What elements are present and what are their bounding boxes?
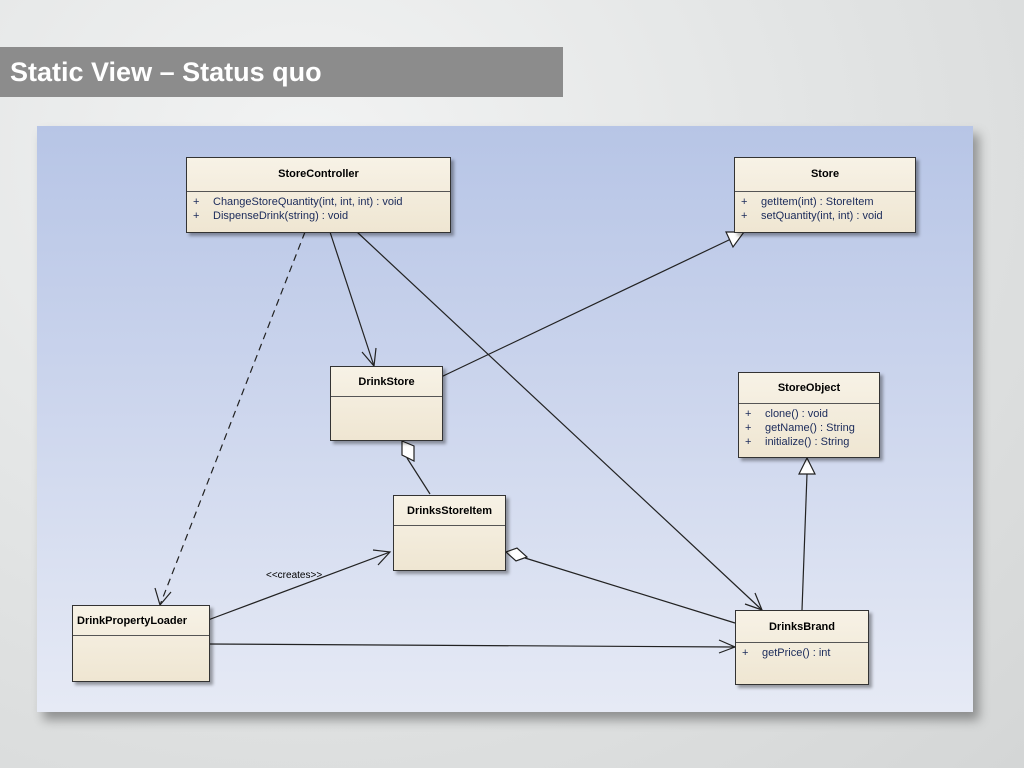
diamond-drinkstore <box>401 440 415 462</box>
assoc-storecontroller-drinksbrand <box>356 231 763 611</box>
class-drinkstore[interactable]: DrinkStore <box>330 366 443 441</box>
assoc-loader-drinksbrand <box>207 643 736 648</box>
class-name: StoreObject <box>739 373 879 404</box>
slide-title: Static View – Status quo <box>10 56 322 87</box>
class-storecontroller[interactable]: StoreController +ChangeStoreQuantity(int… <box>186 157 451 233</box>
generalization-drinkstore-store <box>440 238 732 378</box>
operation: +setQuantity(int, int) : void <box>741 210 883 222</box>
assoc-storecontroller-drinkstore <box>329 231 375 367</box>
operation: +getItem(int) : StoreItem <box>741 196 874 208</box>
diamond-item <box>504 547 529 562</box>
operation: +ChangeStoreQuantity(int, int, int) : vo… <box>193 196 403 208</box>
slide-title-bar: Static View – Status quo <box>0 47 563 97</box>
operation: +getPrice() : int <box>742 647 831 659</box>
class-drinkpropertyloader[interactable]: DrinkPropertyLoader <box>72 605 210 682</box>
creates-stereotype-label: <<creates>> <box>266 570 323 581</box>
creates-loader-item <box>207 551 391 621</box>
class-drinksstoreitem[interactable]: DrinksStoreItem <box>393 495 506 571</box>
operation: +clone() : void <box>745 408 828 420</box>
class-name: DrinksBrand <box>736 611 868 643</box>
dependency-storecontroller-loader <box>159 231 306 606</box>
class-name: Store <box>735 158 915 192</box>
generalization-drinksbrand-storeobject <box>801 473 808 611</box>
class-name: DrinkPropertyLoader <box>73 606 209 636</box>
class-store[interactable]: Store +getItem(int) : StoreItem +setQuan… <box>734 157 916 233</box>
class-name: DrinksStoreItem <box>394 496 505 526</box>
operation: +getName() : String <box>745 422 855 434</box>
operations-compartment: +getItem(int) : StoreItem +setQuantity(i… <box>735 192 915 226</box>
arrowhead-creates <box>372 549 392 566</box>
aggregation-drinkstore-item <box>406 457 431 495</box>
operation: +initialize() : String <box>745 436 850 448</box>
class-drinksbrand[interactable]: DrinksBrand +getPrice() : int <box>735 610 869 685</box>
class-storeobject[interactable]: StoreObject +clone() : void +getName() :… <box>738 372 880 458</box>
class-name: DrinkStore <box>331 367 442 397</box>
operations-compartment: +ChangeStoreQuantity(int, int, int) : vo… <box>187 192 450 226</box>
class-name: StoreController <box>187 158 450 192</box>
triangle-storeobject <box>798 456 816 475</box>
operations-compartment: +clone() : void +getName() : String +ini… <box>739 404 879 452</box>
operation: +DispenseDrink(string) : void <box>193 210 349 222</box>
operations-compartment: +getPrice() : int <box>736 643 868 663</box>
aggregation-item-drinksbrand <box>524 557 736 624</box>
arrowhead-loader <box>154 587 172 607</box>
